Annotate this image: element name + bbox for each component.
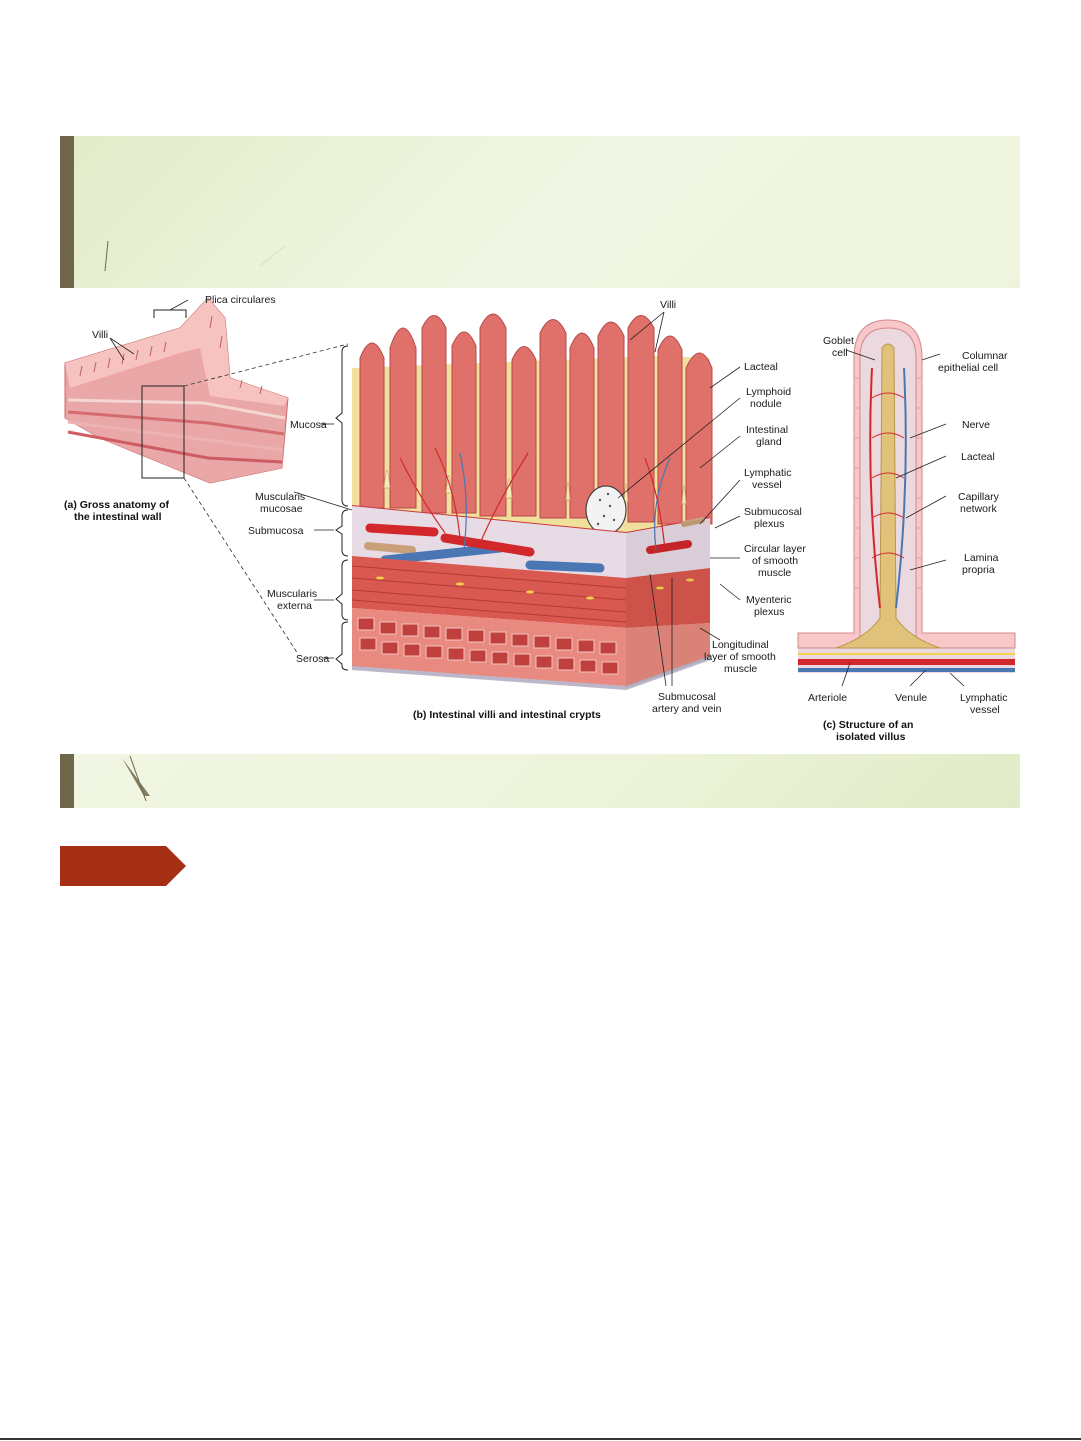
label-nerve: Nerve: [962, 419, 990, 431]
label-lymphatic-vessel-b-2: vessel: [752, 479, 782, 491]
label-lamina-propria-1: Lamina: [964, 552, 999, 564]
label-serosa: Serosa: [296, 653, 329, 665]
label-intestinal-gland-2: gland: [756, 436, 782, 448]
isolated-villus-drawing: [797, 319, 1016, 687]
label-columnar-cell-2: epithelial cell: [938, 362, 998, 374]
label-submucosal-artery-2: artery and vein: [652, 703, 722, 715]
label-circular-layer-3: muscle: [758, 567, 791, 579]
label-muscularis-mucosae-2: mucosae: [260, 503, 303, 515]
label-muscularis-externa-1: Muscularis: [267, 588, 317, 600]
label-lamina-propria-2: propria: [962, 564, 995, 576]
label-goblet-cell-2: cell: [832, 347, 848, 359]
label-villi-a: Villi: [92, 329, 108, 341]
red-arrow-tag: [60, 846, 186, 886]
label-longitudinal-layer-3: muscle: [724, 663, 757, 675]
label-submucosal-plexus-1: Submucosal: [744, 506, 802, 518]
label-lymphatic-vessel-b-1: Lymphatic: [744, 467, 791, 479]
gross-anatomy-drawing: [64, 297, 349, 655]
label-lymphoid-nodule-1: Lymphoid: [746, 386, 791, 398]
label-lacteal-c: Lacteal: [961, 451, 995, 463]
label-lymphoid-nodule-2: nodule: [750, 398, 782, 410]
caption-c-line1: (c) Structure of an: [823, 719, 913, 731]
caption-a-line1: (a) Gross anatomy of: [64, 499, 170, 511]
label-circular-layer-2: of smooth: [752, 555, 798, 567]
anatomy-diagram: Plica circulares Villi Villi Mucosa Musc…: [64, 294, 1016, 743]
label-circular-layer-1: Circular layer: [744, 543, 806, 555]
villi-block-drawing: [293, 311, 741, 691]
label-submucosal-artery-1: Submucosal: [658, 691, 716, 703]
label-lacteal-b: Lacteal: [744, 361, 778, 373]
label-intestinal-gland-1: Intestinal: [746, 424, 788, 436]
label-goblet-cell-1: Goblet: [823, 335, 854, 347]
caption-a-line2: the intestinal wall: [74, 511, 162, 523]
intestinal-wall-figure: Plica circulares Villi Villi Mucosa Musc…: [60, 288, 1020, 754]
label-plica-circulares: Plica circulares: [205, 294, 276, 306]
label-arteriole: Arteriole: [808, 692, 847, 704]
label-muscularis-mucosae-1: Muscularis: [255, 491, 305, 503]
label-myenteric-plexus-2: plexus: [754, 606, 784, 618]
diagram-captions: (a) Gross anatomy of the intestinal wall…: [64, 499, 913, 743]
slide-panel: Plica circulares Villi Villi Mucosa Musc…: [60, 136, 1020, 808]
label-submucosal-plexus-2: plexus: [754, 518, 784, 530]
label-longitudinal-layer-2: layer of smooth: [704, 651, 776, 663]
label-lymphatic-vessel-c-2: vessel: [970, 704, 1000, 716]
label-villi-b: Villi: [660, 299, 676, 311]
label-mucosa: Mucosa: [290, 419, 327, 431]
diagram-labels: Plica circulares Villi Villi Mucosa Musc…: [92, 294, 1008, 716]
label-lymphatic-vessel-c-1: Lymphatic: [960, 692, 1007, 704]
slide-decoration: [104, 240, 286, 802]
caption-c-line2: isolated villus: [836, 731, 906, 743]
label-submucosa: Submucosa: [248, 525, 304, 537]
label-venule: Venule: [895, 692, 927, 704]
label-muscularis-externa-2: externa: [277, 600, 312, 612]
page-bottom-rule: [0, 1438, 1081, 1440]
label-myenteric-plexus-1: Myenteric: [746, 594, 792, 606]
label-columnar-cell-1: Columnar: [962, 350, 1008, 362]
label-capillary-network-1: Capillary: [958, 491, 1000, 503]
label-longitudinal-layer-1: Longitudinal: [712, 639, 769, 651]
label-capillary-network-2: network: [960, 503, 998, 515]
caption-b: (b) Intestinal villi and intestinal cryp…: [413, 709, 601, 721]
